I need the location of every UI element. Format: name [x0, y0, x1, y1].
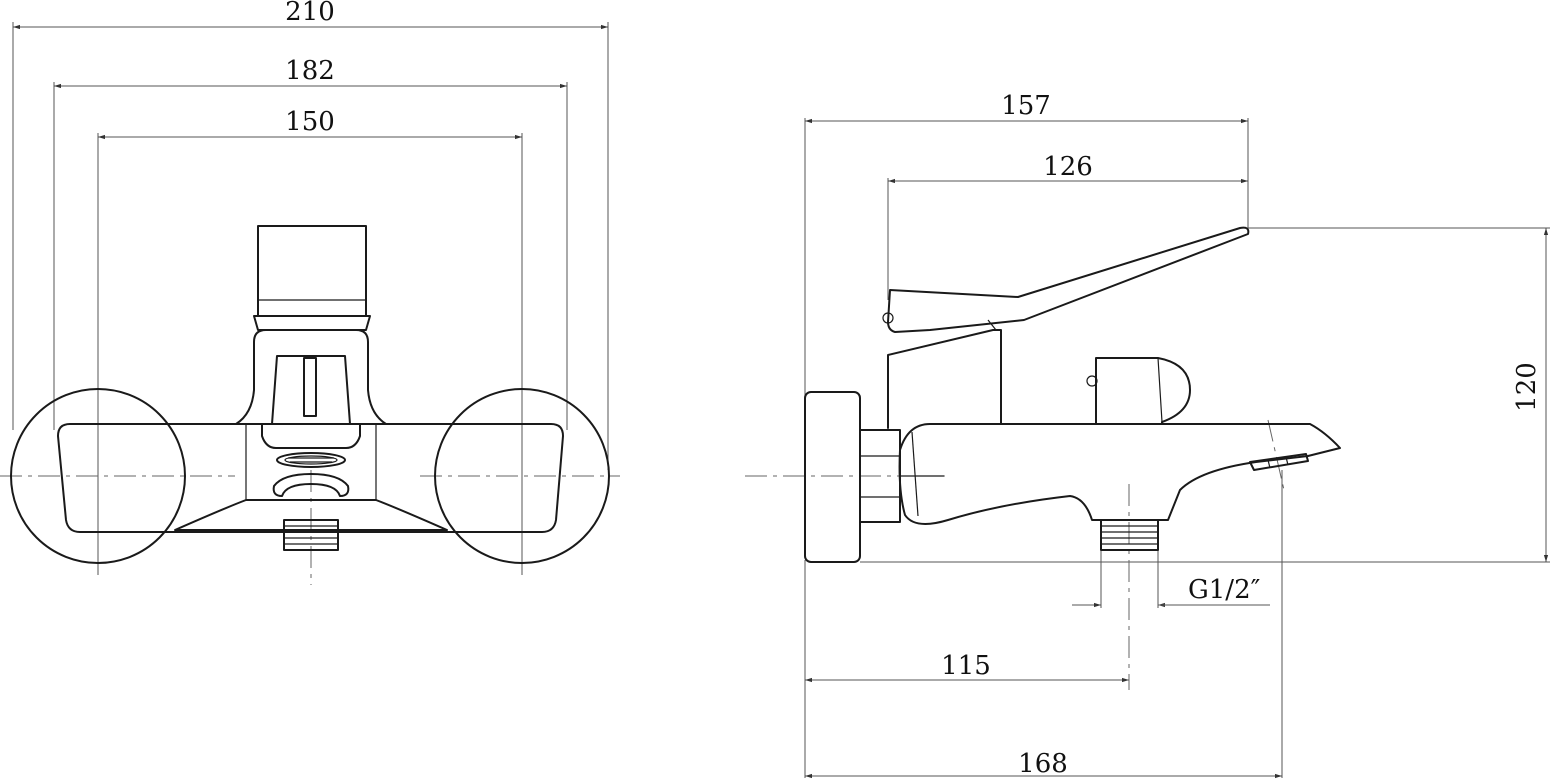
aerator-line-1	[1267, 459, 1271, 469]
dim-label-157: 157	[1001, 91, 1051, 121]
dim-label-115: 115	[941, 651, 991, 681]
side-wall-flange	[804, 391, 861, 563]
front-view: 210 182 150	[0, 0, 620, 585]
side-body-spout	[898, 423, 1341, 525]
dim-label-150: 150	[285, 107, 335, 137]
cartridge-housing	[235, 329, 387, 425]
aerator-outer	[276, 452, 346, 468]
lever-joint	[987, 319, 997, 331]
dim-label-210: 210	[285, 0, 335, 27]
dim-label-120: 120	[1512, 362, 1542, 412]
main-body-bar	[57, 423, 564, 533]
dim-label-thread: G1/2″	[1188, 575, 1261, 605]
cartridge-recess	[271, 355, 351, 425]
diverter-knob	[1095, 357, 1191, 425]
dim-label-126: 126	[1043, 152, 1093, 182]
side-threaded-outlet	[1100, 519, 1159, 551]
diverter-screw	[1086, 375, 1098, 387]
diverter-cap	[261, 423, 361, 449]
lever-slot	[303, 357, 317, 417]
diverter-knob-edge	[1157, 357, 1163, 423]
spout-aerator	[1249, 453, 1309, 471]
side-view: 157 126 120 G1/2″ 115 168	[745, 91, 1550, 779]
aerator-line-2	[1285, 456, 1289, 466]
left-flange	[10, 388, 186, 564]
dim-label-168: 168	[1018, 749, 1068, 779]
side-lever	[887, 226, 1250, 333]
threaded-outlet	[283, 519, 339, 551]
lever-pivot-screw	[882, 312, 894, 324]
dim-label-182: 182	[285, 56, 335, 86]
aerator-inner	[284, 455, 338, 465]
right-flange	[434, 388, 610, 564]
side-cartridge-column	[887, 329, 1002, 429]
body-front-edge	[911, 431, 919, 517]
lever-base	[253, 315, 371, 331]
side-center-line-spout	[1267, 419, 1285, 491]
outlet-bridge	[272, 473, 350, 497]
lever-handle	[257, 225, 367, 317]
